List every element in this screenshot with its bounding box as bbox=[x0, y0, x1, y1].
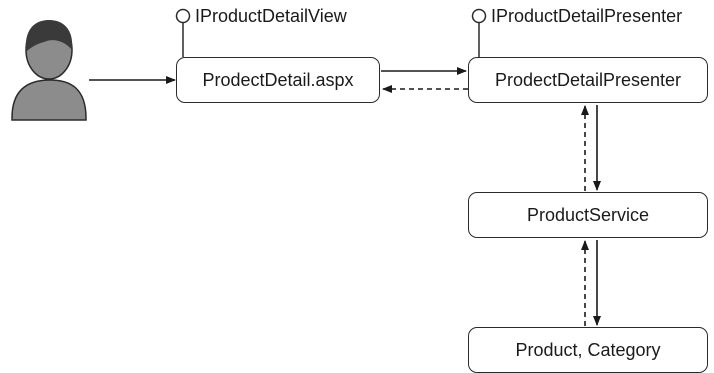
user-icon bbox=[11, 20, 87, 121]
interface-lollipop-view bbox=[175, 8, 191, 57]
interface-label-view: IProductDetailView bbox=[195, 6, 347, 26]
model-box: Product, Category bbox=[468, 327, 708, 373]
view-box: ProdectDetail.aspx bbox=[176, 57, 380, 103]
interface-lollipop-presenter bbox=[471, 8, 487, 57]
service-box: ProductService bbox=[468, 192, 708, 238]
interface-label-presenter: IProductDetailPresenter bbox=[491, 6, 683, 26]
presenter-box: ProdectDetailPresenter bbox=[468, 57, 708, 103]
